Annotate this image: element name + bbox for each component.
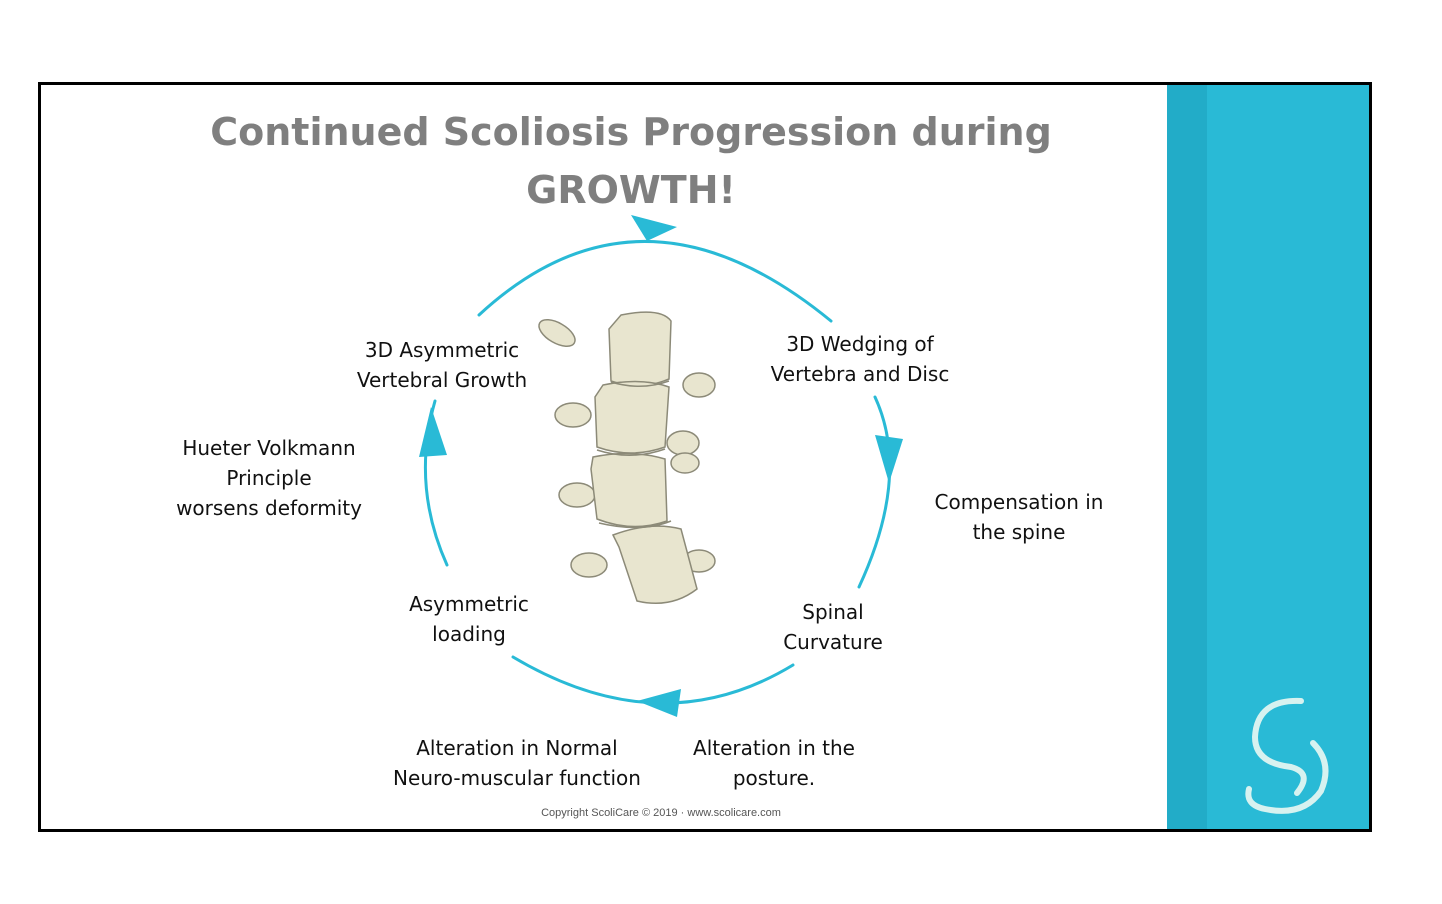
spine-vertebrae-image [538, 311, 716, 604]
arrow-head-right [875, 435, 903, 483]
arrow-head-top [631, 215, 677, 241]
label-3d-asymmetric-growth: 3D Asymmetric Vertebral Growth [356, 338, 528, 392]
arc-right [857, 395, 892, 589]
label-spinal-curvature: Spinal Curvature [783, 600, 883, 654]
arc-bottom [511, 655, 795, 705]
cycle-diagram [419, 215, 903, 717]
slide: Continued Scoliosis Progression during G… [38, 82, 1372, 832]
label-posture: Alteration in the posture. [693, 736, 855, 790]
title-line-2: GROWTH! [526, 168, 736, 212]
arrow-head-bottom [637, 689, 681, 717]
label-asymmetric-loading: Asymmetric loading [409, 592, 529, 646]
label-hueter-volkmann: Hueter Volkmann Principle worsens deform… [176, 436, 362, 520]
label-compensation: Compensation in the spine [934, 490, 1104, 544]
scolicare-s-logo-icon [1245, 697, 1329, 814]
arc-top [477, 240, 833, 323]
arrow-head-left [419, 407, 447, 457]
label-3d-wedging: 3D Wedging of Vertebra and Disc [770, 332, 950, 386]
sidebar-strip [1167, 85, 1207, 829]
title-line-1: Continued Scoliosis Progression during [210, 110, 1052, 154]
copyright-text: Copyright ScoliCare © 2019 · www.scolica… [541, 807, 781, 819]
slide-title: Continued Scoliosis Progression during G… [201, 103, 1061, 219]
label-neuromuscular: Alteration in Normal Neuro-muscular func… [393, 736, 641, 790]
